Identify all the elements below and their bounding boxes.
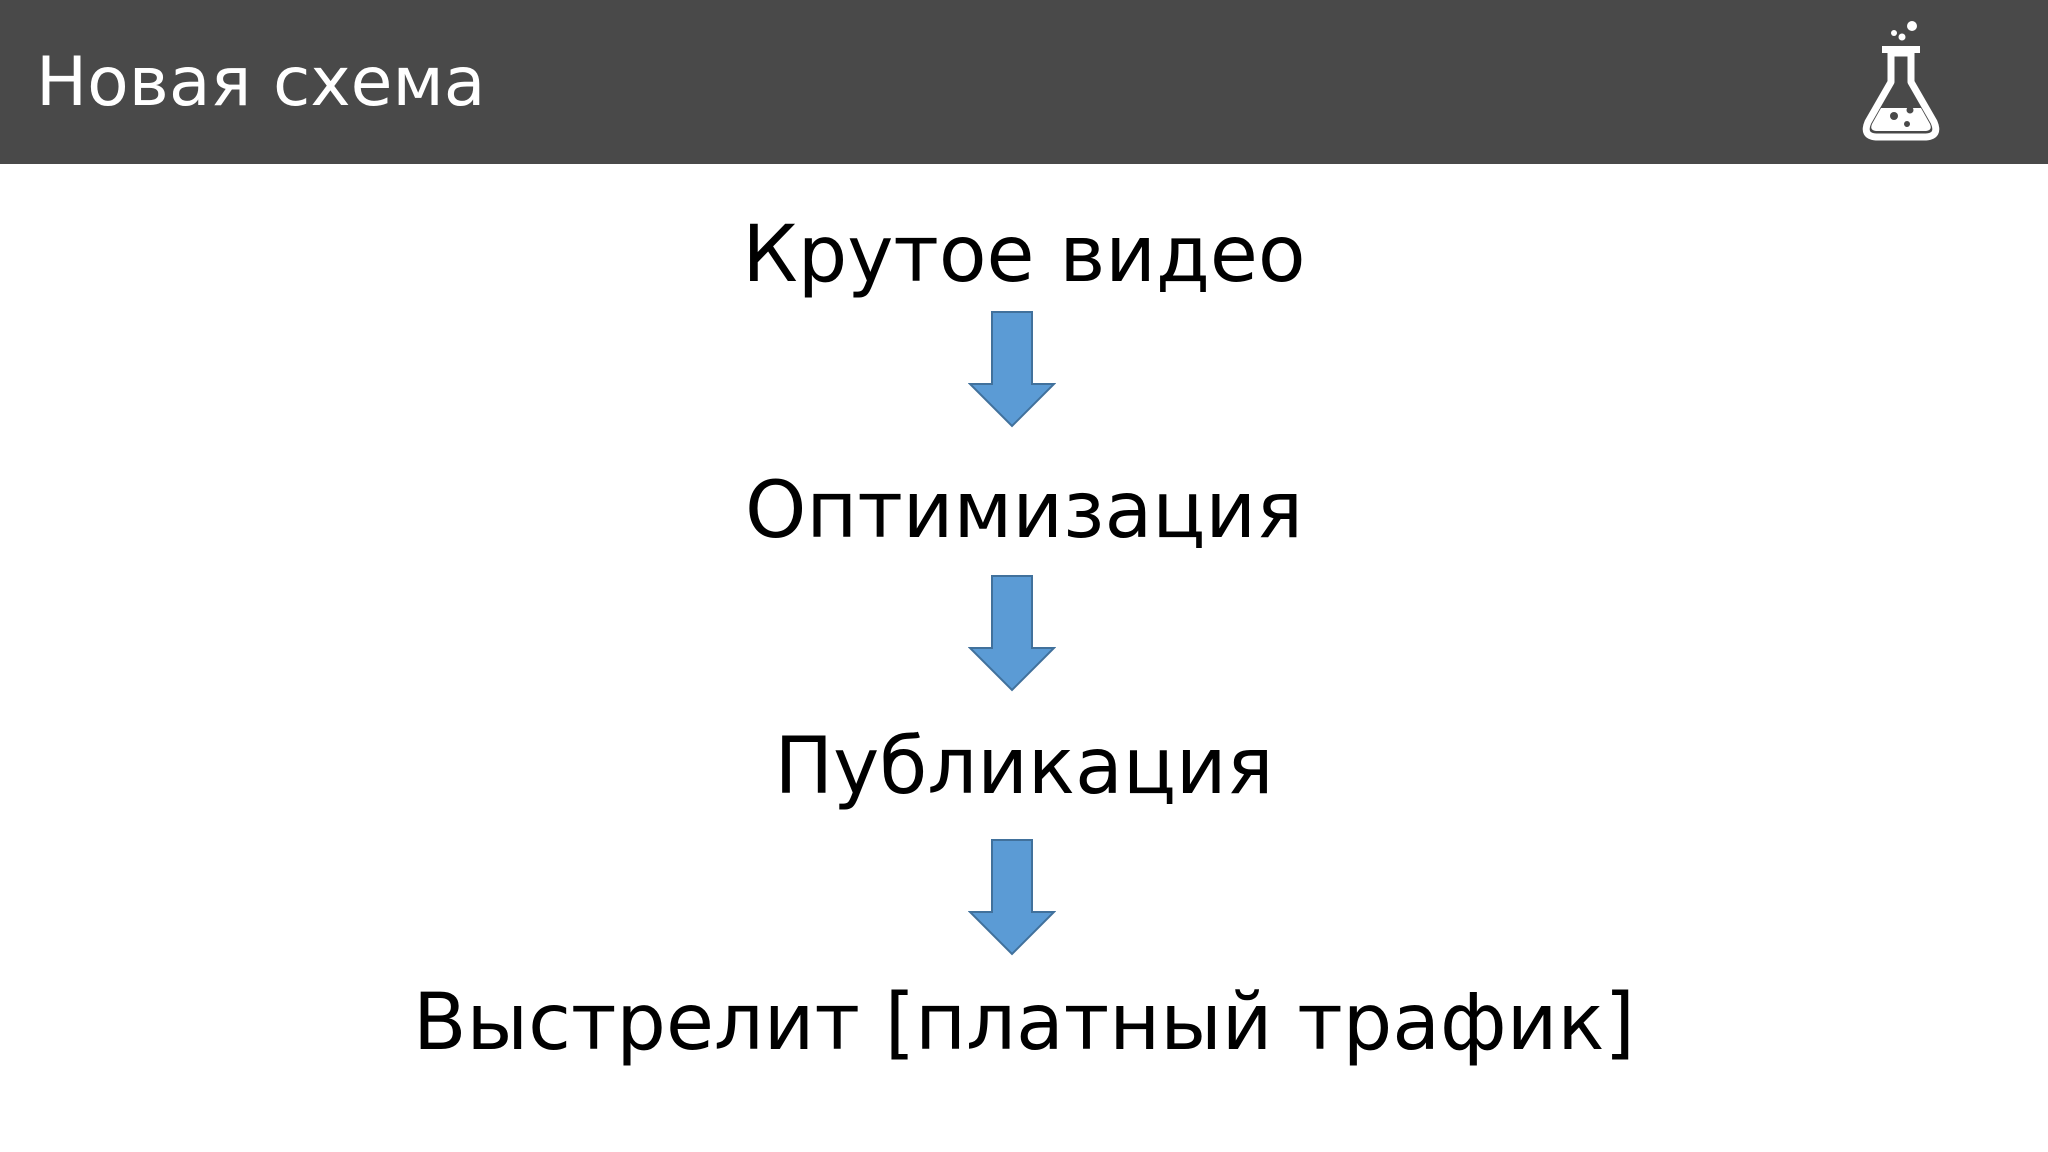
step-cool-video: Крутое видео	[742, 210, 1306, 300]
arrow-down-icon	[968, 839, 1056, 956]
arrow-down-icon	[968, 575, 1056, 692]
step-result-paid-traffic: Выстрелит [платный трафик]	[413, 978, 1635, 1068]
arrow-down-icon	[968, 311, 1056, 428]
flask-icon	[1862, 21, 1940, 141]
slide-title: Новая схема	[36, 43, 486, 122]
step-optimization: Оптимизация	[744, 466, 1304, 556]
header-bar: Новая схема	[0, 0, 2048, 164]
step-publication: Публикация	[774, 722, 1274, 812]
